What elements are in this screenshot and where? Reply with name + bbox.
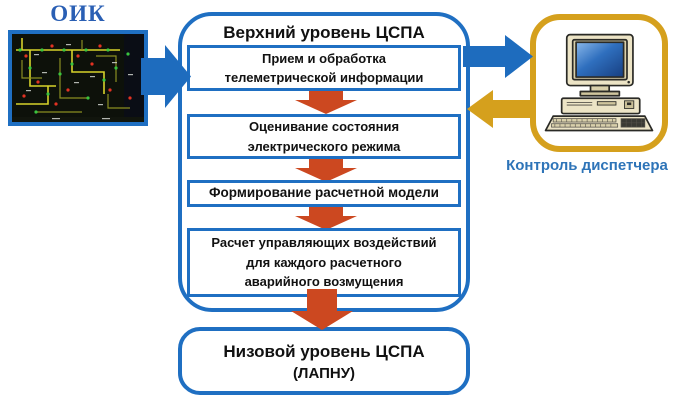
arrow-oik-to-upper [141, 45, 191, 108]
lower-level-title: Низовой уровень ЦСПА [223, 341, 425, 361]
dispatcher-label: Контроль диспетчера [506, 157, 668, 174]
flow-box-line: Оценивание состояния [248, 119, 400, 134]
arrow-step-3-icon [295, 206, 357, 230]
flow-box-line: Расчет управляющих воздействий [211, 235, 437, 251]
scada-network-diagram [12, 34, 144, 122]
arrow-step-1-icon [295, 90, 357, 114]
flow-box-line: Прием и обработка [261, 50, 387, 66]
flow-box-line: Формирование расчетной модели [209, 185, 439, 201]
oik-label: ОИК [50, 1, 106, 26]
flow-box-telemetry: Прием и обработка телеметрической информ… [187, 45, 461, 91]
dispatcher-panel [530, 14, 668, 152]
upper-level-title: Верхний уровень ЦСПА [223, 23, 425, 42]
arrow-upper-to-dispatcher [463, 35, 533, 78]
scada-network-image [8, 30, 148, 126]
flow-box-state-estimation: Оценивание состояния электрического режи… [187, 114, 461, 159]
arrow-upper-to-lower [291, 289, 353, 330]
arrow-dispatcher-to-upper [467, 90, 533, 128]
flow-box-line: телеметрической информации [224, 70, 424, 85]
upper-level-panel: Верхний уровень ЦСПА Прием и обработка т… [178, 12, 470, 312]
flow-box-control-actions: Расчет управляющих воздействий для каждо… [187, 228, 461, 297]
flow-box-line: электрического режима [247, 138, 401, 154]
flow-box-line: аварийного возмущения [244, 274, 404, 290]
flow-box-model-forming: Формирование расчетной модели [187, 180, 461, 207]
lower-level-panel: Низовой уровень ЦСПА (ЛАПНУ) [178, 327, 470, 395]
desktop-computer-icon [544, 33, 654, 132]
lower-level-subtitle: (ЛАПНУ) [292, 365, 356, 382]
flow-box-line: для каждого расчетного [246, 254, 402, 270]
arrow-step-2-icon [295, 158, 357, 182]
